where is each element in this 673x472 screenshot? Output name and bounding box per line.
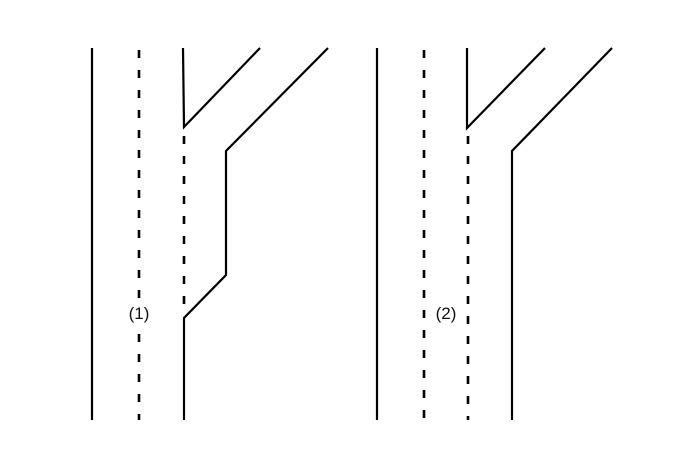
- diagram-label: (2): [436, 304, 457, 323]
- ramp-island-edge: [465, 47, 546, 131]
- diagram-label: (1): [129, 304, 150, 323]
- road-edge-right: [510, 47, 613, 420]
- road-edge-right-offset: [182, 47, 329, 420]
- label-background: [429, 300, 463, 324]
- diagram-1: (1): [90, 47, 329, 420]
- diagram-2: (2): [375, 47, 613, 420]
- ramp-island-edge: [181, 47, 261, 130]
